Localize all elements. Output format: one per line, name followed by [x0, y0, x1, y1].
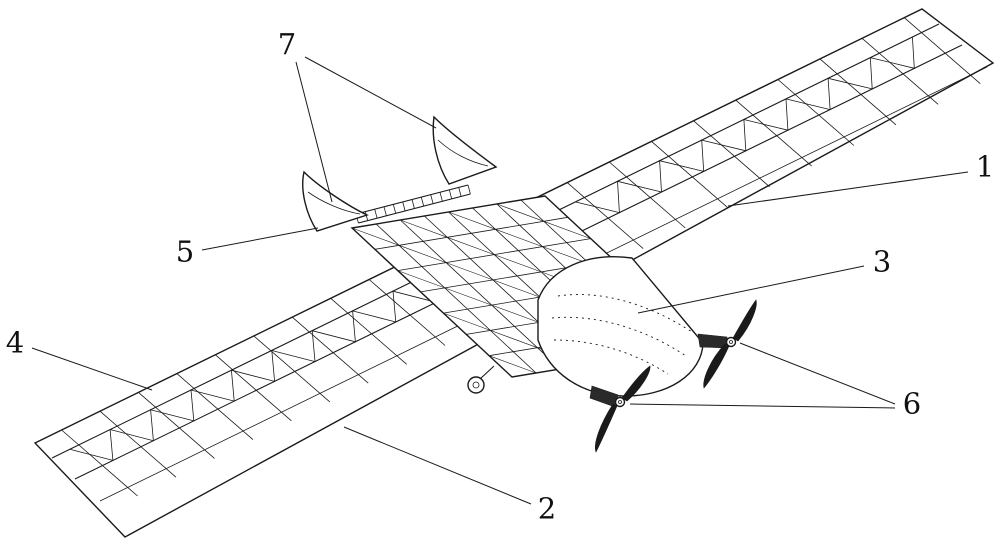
callout-label-1: 1: [975, 149, 995, 184]
leader-3: [637, 265, 865, 314]
callout-label-3: 3: [872, 244, 892, 279]
wheel-tire: [467, 376, 485, 394]
leader-4: [31, 347, 153, 391]
propeller-rear: [589, 365, 651, 453]
propeller-front-blade-lower: [703, 343, 730, 389]
leader-7-left-fin: [295, 61, 333, 203]
leader-lines: [31, 56, 969, 505]
spinner-front: [725, 336, 737, 348]
wing-rib-truss: [61, 17, 981, 497]
tail-wheel: [467, 365, 495, 394]
fin-right-outline: [432, 115, 498, 185]
callout-label-7: 7: [277, 27, 297, 62]
leader-5: [201, 227, 319, 251]
propeller-front: [697, 299, 757, 389]
callout-label-5: 5: [175, 234, 195, 269]
leader-6-rear-prop: [629, 403, 896, 409]
front-ladder-beam: [355, 184, 471, 224]
wheel-hub: [472, 381, 480, 389]
spinner-front-hub: [729, 340, 733, 344]
leader-6-front-prop: [739, 342, 896, 405]
propeller-rear-blade-upper: [621, 365, 651, 402]
fin-right-inner-line: [437, 139, 489, 167]
callout-label-4: 4: [5, 325, 25, 360]
pod-skin: [537, 256, 704, 397]
vertical-fin-left: [302, 170, 369, 232]
leader-2: [343, 426, 532, 505]
leader-1: [727, 171, 969, 207]
pod-contour-dotted-3: [553, 339, 669, 375]
callout-label-2: 2: [537, 491, 557, 526]
spinner-rear: [614, 396, 626, 408]
fin-left-inner-line: [307, 191, 361, 215]
fin-left-outline: [302, 170, 369, 232]
propeller-front-blade-upper: [732, 299, 757, 342]
callout-label-6: 6: [902, 386, 922, 421]
vertical-fin-right: [432, 115, 498, 185]
propeller-rear-blade-lower: [595, 403, 618, 453]
wheel-strut: [479, 365, 495, 380]
leader-7-right-fin: [304, 56, 437, 129]
fuselage-pod: [537, 256, 704, 397]
spinner-rear-hub: [618, 400, 622, 404]
